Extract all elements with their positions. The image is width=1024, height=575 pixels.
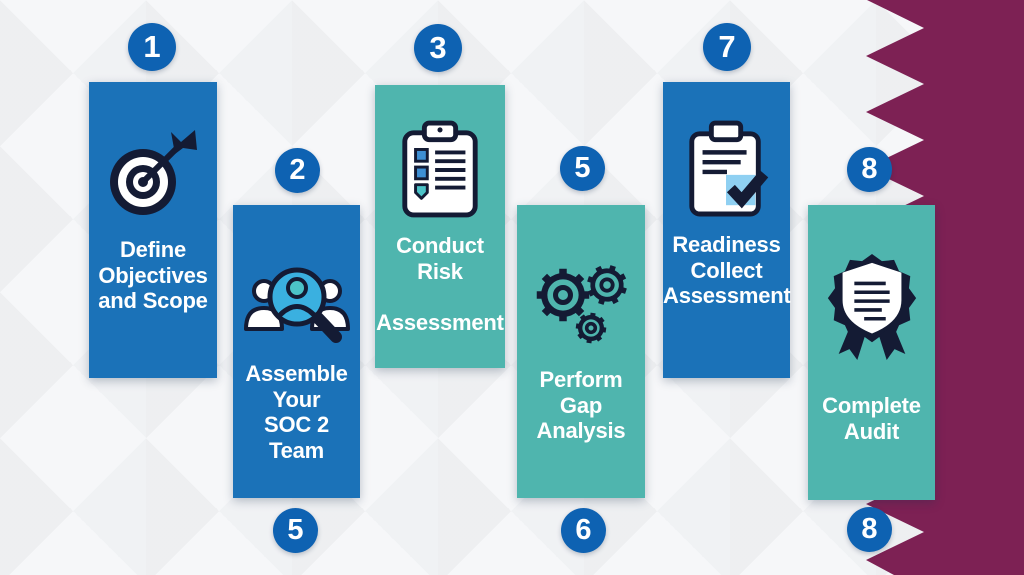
step-badge-top-1: 1 [128,23,176,71]
step-badge-top-6: 8 [847,147,892,192]
step-panel-readiness-assessment: Readiness Collect Assessment [663,82,791,378]
gears-icon [529,255,633,351]
step-title: Define Objectives and Scope [98,237,208,314]
step-badge-top-4: 5 [560,146,605,191]
step-panel-conduct-risk-assessment: Conduct Risk Assessment [375,85,505,368]
step-badge-top-3: 3 [414,24,462,72]
step-title: Perform Gap Analysis [536,367,626,444]
step-title: Readiness Collect Assessment [663,232,791,309]
step-badge-bottom-2: 5 [273,508,318,553]
team-search-icon [241,257,353,349]
step-panel-assemble-team: Assemble Your SOC 2 Team [233,205,360,498]
step-panel-perform-gap-analysis: Perform Gap Analysis [517,205,645,498]
step-badge-top-5: 7 [703,23,751,71]
step-badge-bottom-6: 8 [847,507,892,552]
step-panel-define-objectives: Define Objectives and Scope [89,82,217,378]
clipboard-check-icon [682,118,772,220]
step-badge-bottom-4: 6 [561,508,606,553]
certificate-ribbon-icon [821,251,923,361]
step-title: Complete Audit [822,393,921,444]
step-badge-top-2: 2 [275,148,320,193]
step-panel-complete-audit: Complete Audit [808,205,935,500]
target-arrow-icon [103,124,203,224]
step-title: Assemble Your SOC 2 Team [245,361,348,464]
risk-checklist-icon [396,119,484,221]
step-title: Conduct Risk Assessment [376,233,504,336]
